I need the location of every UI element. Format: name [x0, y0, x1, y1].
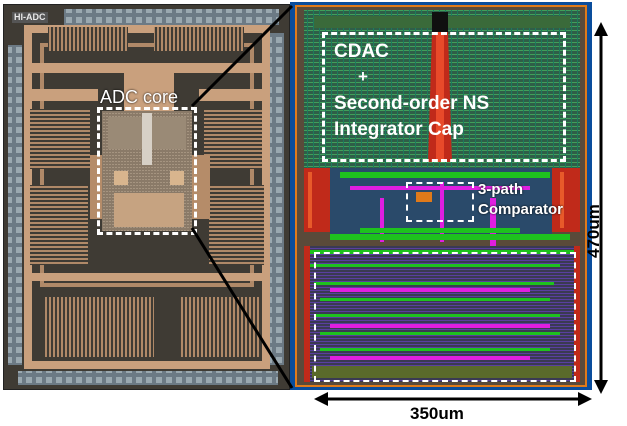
comparator-dashed-box [406, 182, 474, 222]
logic-dashed-box [314, 252, 576, 382]
pad-ring-left [8, 45, 22, 365]
adc-core-dashed-box [97, 107, 197, 235]
cdac-label-line-4: Integrator Cap [334, 119, 464, 140]
cdac-label-line-2: + [358, 67, 368, 86]
pad-ring-right [270, 33, 284, 365]
layout-view: CDAC + Second-order NS Integrator Cap 3-… [290, 2, 592, 390]
adc-core-region [102, 111, 192, 231]
cdac-dashed-box [322, 32, 566, 162]
width-dimension-label: 350um [410, 404, 464, 423]
adc-core-label: ADC core [100, 87, 179, 107]
comparator-label-line-1: 3-path [478, 181, 523, 198]
pad-ring-bottom [18, 371, 278, 385]
cdac-label-line-1: CDAC [334, 41, 389, 62]
pad-ring-top [64, 9, 279, 25]
cdac-label-line-3: Second-order NS [334, 93, 490, 114]
layout-artwork [295, 5, 587, 387]
central-bus [428, 12, 452, 162]
height-dimension-label: 470um [584, 204, 603, 258]
chip-mark: HI-ADC [12, 12, 48, 23]
die-photo: HI-ADC ADC core [3, 4, 290, 390]
comparator-label-line-2: Comparator [478, 201, 564, 218]
